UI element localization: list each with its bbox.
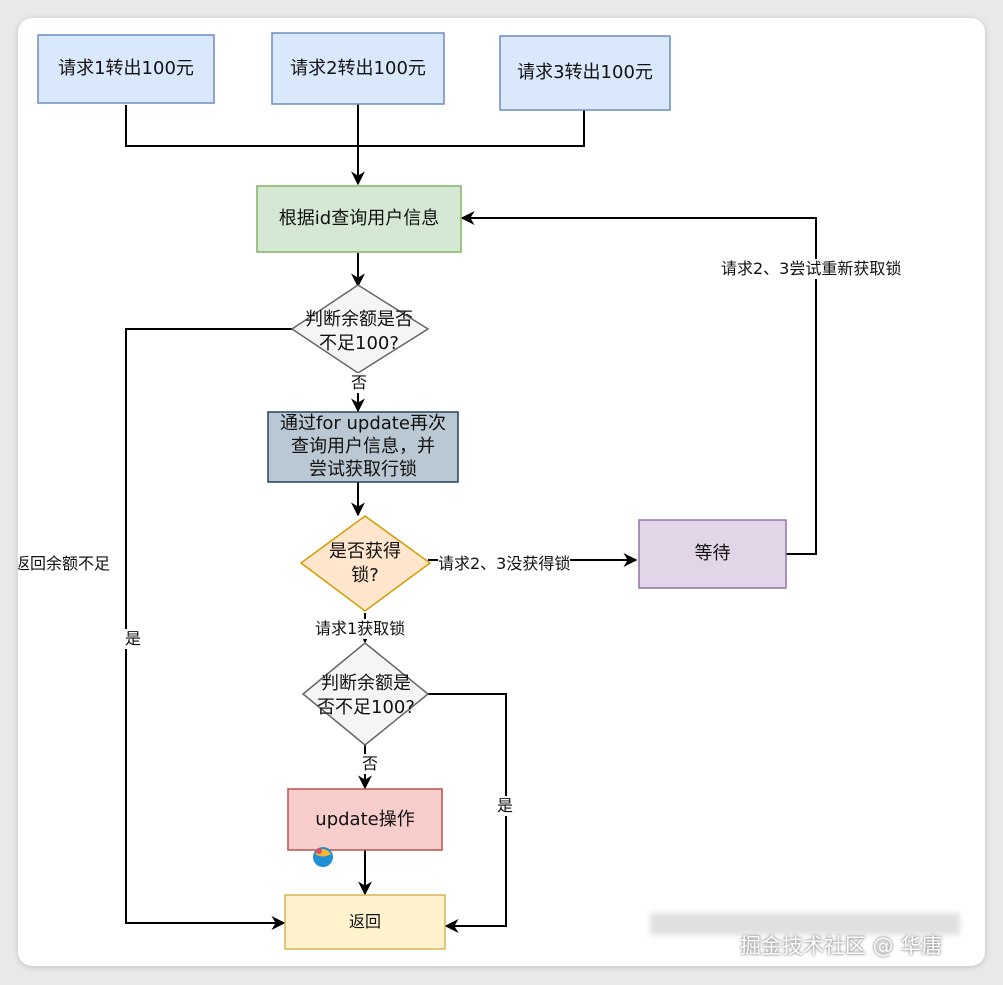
node-query-label: 根据id查询用户信息 [278,208,440,229]
node-query: 根据id查询用户信息 [257,186,461,252]
node-forupdate-box [267,411,459,483]
edge-label-got-lock: 请求1获取锁 [315,619,406,639]
node-forupdate-line1: 通过for update再次 [280,413,446,434]
node-req3-label: 请求3转出100元 [517,62,653,83]
node-wait: 等待 [639,520,786,588]
node-check1-line2: 不足100? [319,333,399,354]
edge-label-yes2: 是 [497,796,514,816]
node-lock-diamond [299,515,432,612]
node-check2-diamond [301,642,430,746]
node-forupdate-line2: 查询用户信息，并 [291,436,435,457]
node-forupdate-line3: 尝试获取行锁 [309,459,417,480]
diagram-card: 请求1转出100元 请求2转出100元 请求3转出100元 根据id查询用户信息… [18,18,985,966]
node-check2-line2: 否不足100? [317,697,415,718]
edge-label-no1: 否 [351,373,368,393]
node-req1: 请求1转出100元 [38,35,214,103]
watermark: 掘金技术社区 @ 华唐 [740,934,943,958]
node-update: update操作 [288,789,442,850]
node-req3-box [499,35,671,111]
node-req2-box [271,32,445,105]
edge-label-insufficient: 返回余额不足 [18,554,111,574]
edge-label-no-lock: 请求2、3没获得锁 [438,554,571,574]
blurred-footer-text [650,913,960,935]
edge-req1-merge [125,105,358,147]
node-update-box [287,788,443,851]
node-req1-label: 请求1转出100元 [58,58,194,79]
node-req1-box [37,34,215,104]
node-check1-text: 判断余额是否 不足100? [284,308,434,356]
edge-check1-return [125,328,292,930]
node-check1-line1: 判断余额是否 [305,309,413,330]
flowchart-canvas [37,32,817,950]
node-wait-label: 等待 [694,543,731,564]
node-check2-text: 判断余额是 否不足100? [296,672,436,720]
edge-label-retry: 请求2、3尝试重新获取锁 [721,259,902,279]
edge-label-yes1: 是 [125,629,142,649]
node-req2-label: 请求2转出100元 [290,57,426,79]
node-lock-text: 是否获得 锁? [315,540,415,588]
node-req2: 请求2转出100元 [272,33,444,104]
node-req3: 请求3转出100元 [500,36,670,110]
node-return-box [284,894,446,950]
node-update-label: update操作 [315,808,415,830]
node-return: 返回 [285,895,445,949]
edge-label-no2: 否 [362,754,379,774]
node-wait-box [638,519,787,589]
edge-req3-merge [358,110,585,147]
node-query-box [256,185,462,253]
node-lock-line2: 锁? [351,565,379,586]
emoji-sticker-icon [313,847,333,867]
node-return-label: 返回 [348,912,381,931]
node-check2-line1: 判断余额是 [321,673,411,694]
node-forupdate-text: 通过for update再次 查询用户信息，并 尝试获取行锁 [268,412,458,481]
node-lock-line1: 是否获得 [329,541,401,562]
edge-wait-query [460,211,817,555]
